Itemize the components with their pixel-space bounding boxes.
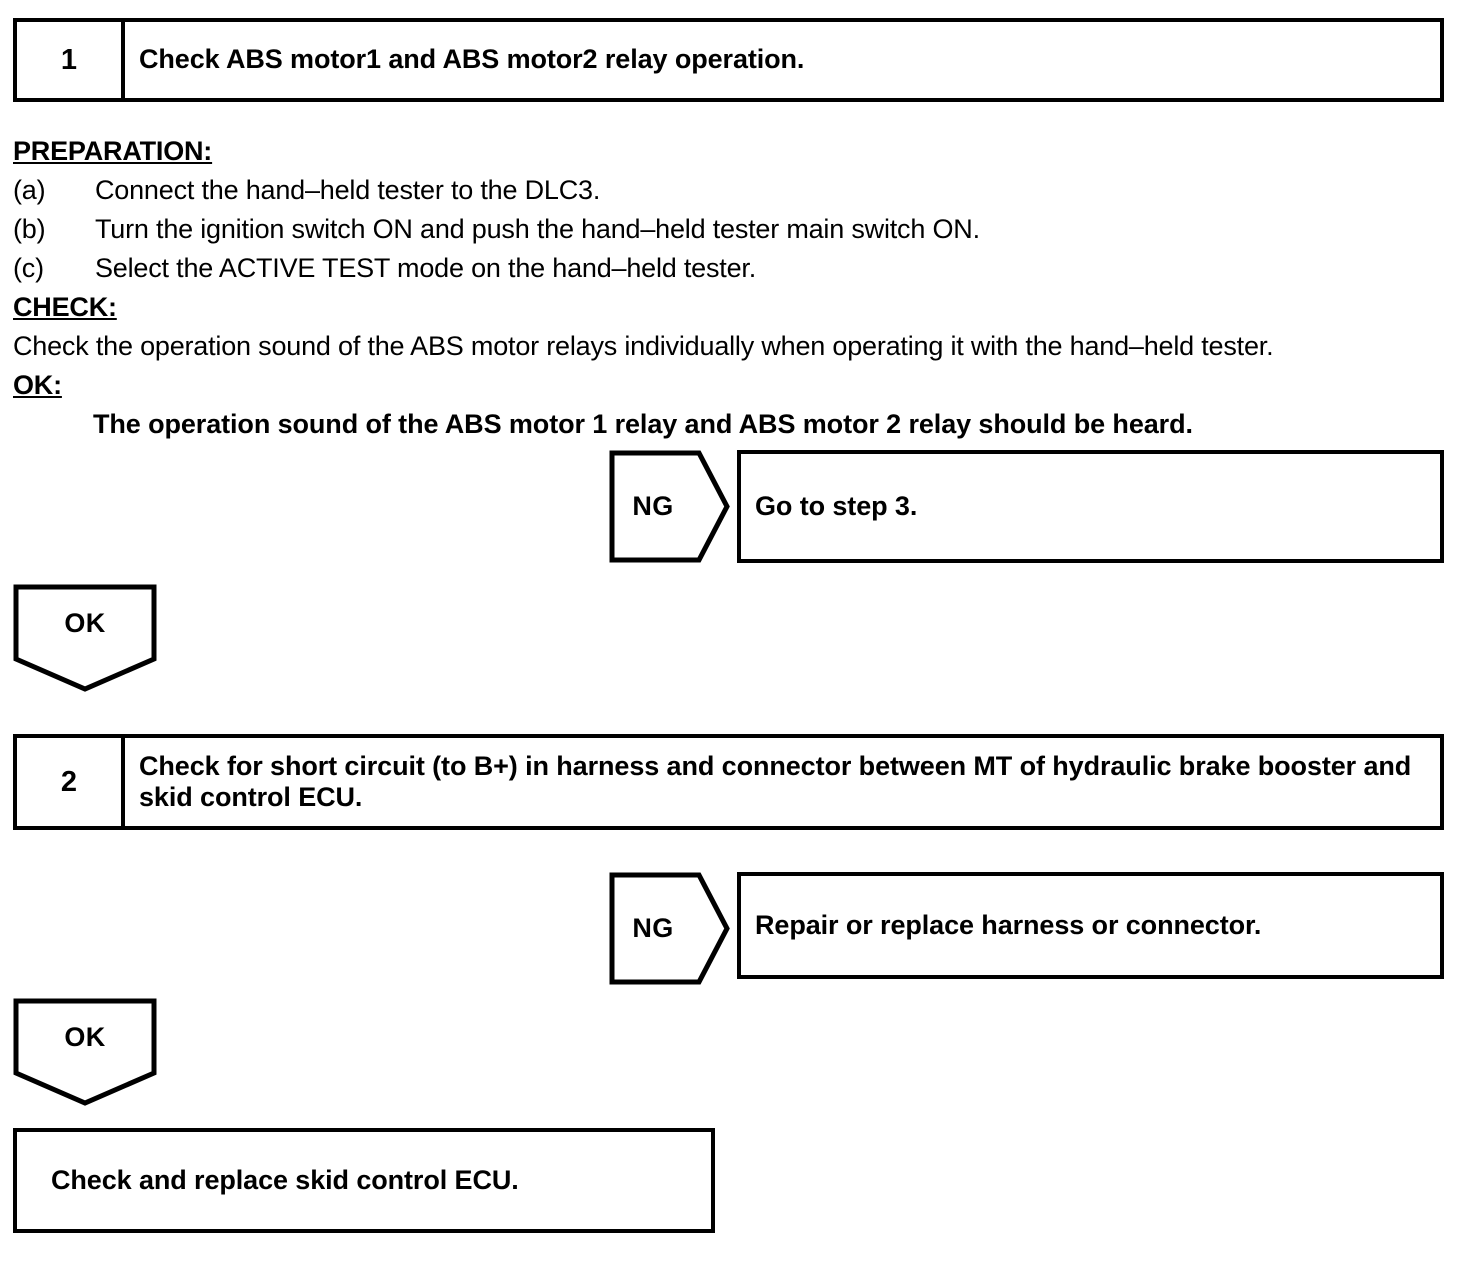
preparation-item-a: (a) Connect the hand–held tester to the … <box>13 171 1453 210</box>
preparation-item-a-text: Connect the hand–held tester to the DLC3… <box>95 175 601 205</box>
preparation-item-b-marker: (b) <box>13 214 46 244</box>
preparation-item-c: (c) Select the ACTIVE TEST mode on the h… <box>13 249 1453 288</box>
preparation-item-b-text: Turn the ignition switch ON and push the… <box>95 214 980 244</box>
ok-arrow-1-label: OK <box>64 607 106 638</box>
preparation-heading: PREPARATION: <box>13 136 213 166</box>
step-2-number: 2 <box>17 738 125 826</box>
ok-statement: The operation sound of the ABS motor 1 r… <box>93 409 1193 439</box>
preparation-item-a-marker: (a) <box>13 175 46 205</box>
ng-arrow-1-label: NG <box>632 491 674 521</box>
ng-arrow-2-label: NG <box>632 913 674 943</box>
ok-arrow-2-label: OK <box>64 1021 106 1052</box>
ok-arrow-1-icon: OK <box>13 584 157 692</box>
step-2-title: Check for short circuit (to B+) in harne… <box>139 750 1412 812</box>
ok-arrow-2-icon: OK <box>13 998 157 1106</box>
ng-arrow-2-icon: NG <box>609 872 730 985</box>
check-heading: CHECK: <box>13 292 117 322</box>
step-1-title: Check ABS motor1 and ABS motor2 relay op… <box>139 44 805 75</box>
preparation-item-b: (b) Turn the ignition switch ON and push… <box>13 210 1453 249</box>
preparation-item-c-marker: (c) <box>13 253 44 283</box>
step-1-box: 1 Check ABS motor1 and ABS motor2 relay … <box>13 18 1444 102</box>
ng-result-box-1: Go to step 3. <box>737 450 1444 563</box>
check-text: Check the operation sound of the ABS mot… <box>13 331 1274 361</box>
ng-arrow-1-icon: NG <box>609 450 730 563</box>
ok-heading: OK: <box>13 370 62 400</box>
ng-result-box-2: Repair or replace harness or connector. <box>737 872 1444 979</box>
final-action-box: Check and replace skid control ECU. <box>13 1128 715 1233</box>
preparation-item-c-text: Select the ACTIVE TEST mode on the hand–… <box>95 253 757 283</box>
step-2-box: 2 Check for short circuit (to B+) in har… <box>13 734 1444 830</box>
step-1-number: 1 <box>17 22 125 98</box>
procedure-text-block: PREPARATION: (a) Connect the hand–held t… <box>13 132 1453 444</box>
